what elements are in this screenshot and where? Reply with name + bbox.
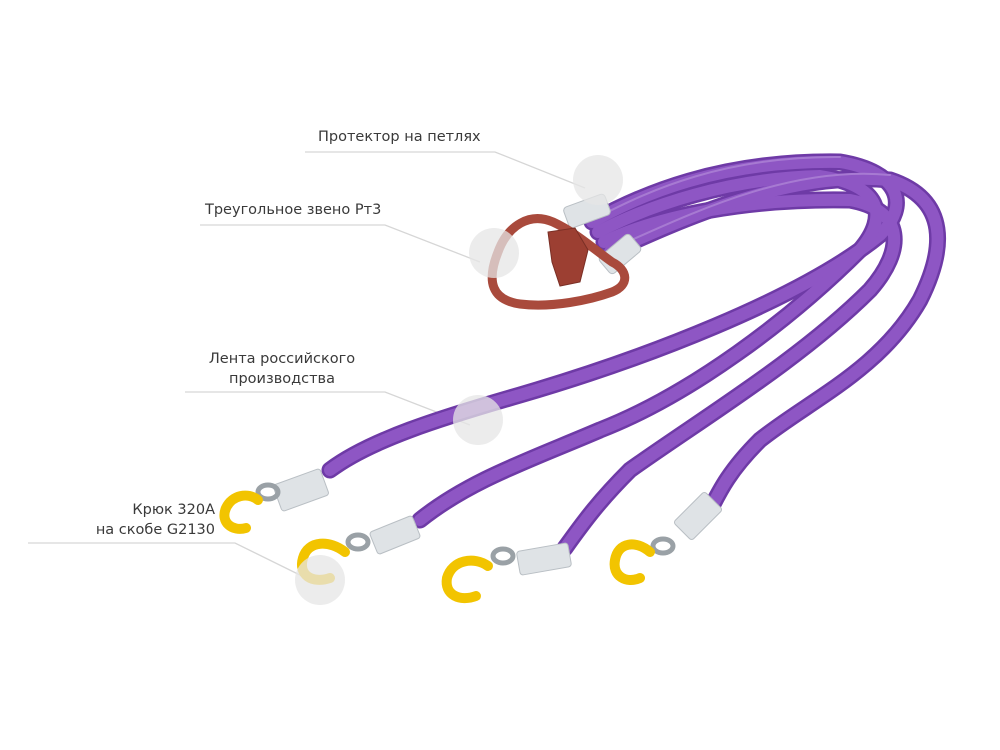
marker-link <box>469 228 519 278</box>
strap-highlight-4 <box>617 172 891 247</box>
strap-leg-4 <box>604 172 944 516</box>
hook-1 <box>219 490 263 534</box>
strap-leg-3 <box>559 193 901 554</box>
shackle-3 <box>490 546 516 566</box>
hook-3 <box>441 555 493 604</box>
leader-lines <box>28 151 586 581</box>
leader-protector <box>305 151 586 189</box>
end-fitting-4 <box>673 491 723 541</box>
callout-link-text: Треугольное звено Рт3 <box>205 202 382 218</box>
end-fitting-2 <box>369 515 421 555</box>
hook-4 <box>609 539 655 585</box>
marker-hook <box>295 555 345 605</box>
callout-webbing: Лента российского производства <box>197 349 367 389</box>
strap-leg-2 <box>414 170 883 526</box>
marker-webbing <box>453 395 503 445</box>
end-fitting-3 <box>516 542 572 576</box>
callout-protector: Протектор на петлях <box>318 127 481 147</box>
callout-webbing-line2: производства <box>229 371 335 387</box>
leader-link <box>200 224 481 263</box>
shackle-1 <box>255 482 281 502</box>
link-clamp <box>547 227 589 287</box>
leader-hook <box>28 542 311 581</box>
webbing-straps <box>321 153 947 557</box>
callout-protector-text: Протектор на петлях <box>318 129 481 145</box>
callout-webbing-line1: Лента российского <box>208 351 356 367</box>
marker-protector <box>573 155 623 205</box>
shackle-2 <box>345 532 371 552</box>
callout-link: Треугольное звено Рт3 <box>205 200 381 220</box>
shackle-4 <box>650 536 676 556</box>
callout-hook-line1: Крюк 320А <box>132 502 215 518</box>
shackles <box>255 482 676 566</box>
callout-hook-line2: на скобе G2130 <box>95 522 215 538</box>
strap-highlight-1 <box>599 155 841 217</box>
callout-hook: Крюк 320А на скобе G2130 <box>40 500 215 540</box>
strap-end-fittings <box>273 468 723 576</box>
end-fitting-1 <box>273 468 329 512</box>
callout-markers <box>295 155 623 605</box>
